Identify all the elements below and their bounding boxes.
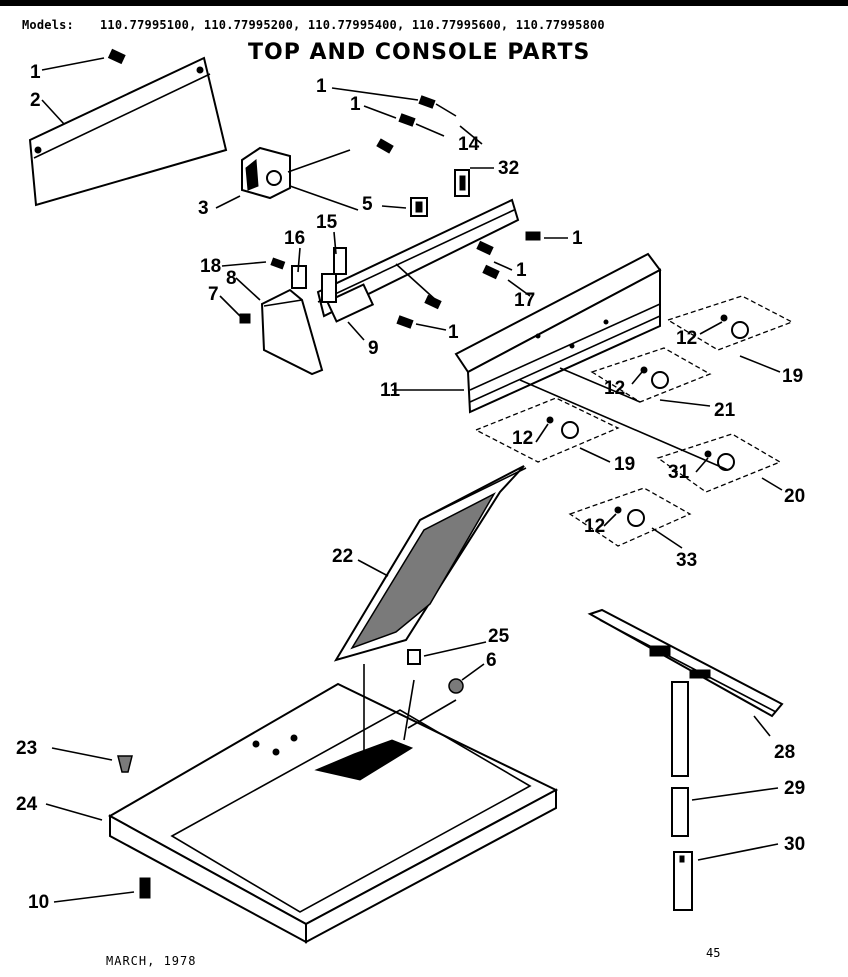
callout-3: 3 xyxy=(198,198,209,219)
callout-10: 10 xyxy=(28,892,49,913)
knob-group-33 xyxy=(568,487,692,547)
callout-18: 18 xyxy=(200,256,221,277)
callout-21: 21 xyxy=(714,400,736,421)
console-panel xyxy=(454,252,662,414)
callout-12: 12 xyxy=(584,516,605,537)
models-line: Models: 110.77995100, 110.77995200, 110.7… xyxy=(22,18,605,32)
callout-32: 32 xyxy=(498,158,519,179)
callout-5: 5 xyxy=(362,194,373,215)
callout-24: 24 xyxy=(16,794,38,815)
callout-2: 2 xyxy=(30,90,41,111)
screw-group-bracket xyxy=(239,231,541,329)
callout-1: 1 xyxy=(448,322,459,343)
callout-11: 11 xyxy=(380,380,401,401)
callout-14: 14 xyxy=(458,134,480,155)
callout-23: 23 xyxy=(16,738,37,759)
lid-panel xyxy=(333,465,527,662)
callout-1: 1 xyxy=(572,228,583,249)
callout-1: 1 xyxy=(30,62,41,83)
callout-31: 31 xyxy=(668,462,690,483)
callout-12: 12 xyxy=(512,428,533,449)
knob-group-20 xyxy=(656,433,782,493)
callout-6: 6 xyxy=(486,650,497,671)
leader-lines xyxy=(41,57,783,903)
callout-19: 19 xyxy=(782,366,803,387)
page-number: 45 xyxy=(706,946,721,960)
console-trim-panel xyxy=(28,56,228,207)
callout-1: 1 xyxy=(516,260,527,281)
callout-29: 29 xyxy=(784,778,805,799)
hinge-rods xyxy=(671,681,693,911)
callout-19: 19 xyxy=(614,454,635,475)
screw-group-upper xyxy=(376,95,457,154)
callout-20: 20 xyxy=(784,486,805,507)
leader-line xyxy=(559,367,641,403)
callout-17: 17 xyxy=(514,290,535,311)
callout-30: 30 xyxy=(784,834,805,855)
callout-1: 1 xyxy=(350,94,361,115)
callout-8: 8 xyxy=(226,268,237,289)
callout-33: 33 xyxy=(676,550,697,571)
leader-line xyxy=(519,379,729,471)
callout-25: 25 xyxy=(488,626,510,647)
callout-15: 15 xyxy=(316,212,338,233)
callout-9: 9 xyxy=(368,338,379,359)
knob-group-19-lower xyxy=(474,397,620,463)
console-bracket xyxy=(291,198,520,323)
callout-1: 1 xyxy=(316,76,327,97)
models-label: Models: xyxy=(22,18,74,32)
hinge-bracket xyxy=(587,608,784,718)
callout-16: 16 xyxy=(284,228,305,249)
callout-labels: 1 2 1 1 14 32 3 5 1 16 15 18 8 1 7 17 1 … xyxy=(16,62,805,913)
console-end-cap xyxy=(260,288,324,376)
models-list: 110.77995100, 110.77995200, 110.77995400… xyxy=(99,18,605,32)
clip-part xyxy=(410,169,470,217)
timer-part xyxy=(241,146,359,211)
page-title: TOP AND CONSOLE PARTS xyxy=(248,40,591,65)
cabinet-top xyxy=(107,664,559,944)
callout-12: 12 xyxy=(604,378,625,399)
screw-part xyxy=(107,48,126,65)
callout-12: 12 xyxy=(676,328,697,349)
callout-7: 7 xyxy=(208,284,219,305)
fastener-parts xyxy=(117,649,464,899)
callout-22: 22 xyxy=(332,546,353,567)
footer-date: MARCH, 1978 xyxy=(106,954,197,968)
knob-group-21 xyxy=(590,347,712,403)
callout-28: 28 xyxy=(774,742,795,763)
knob-group-19-upper xyxy=(666,295,794,351)
top-border xyxy=(0,0,848,6)
